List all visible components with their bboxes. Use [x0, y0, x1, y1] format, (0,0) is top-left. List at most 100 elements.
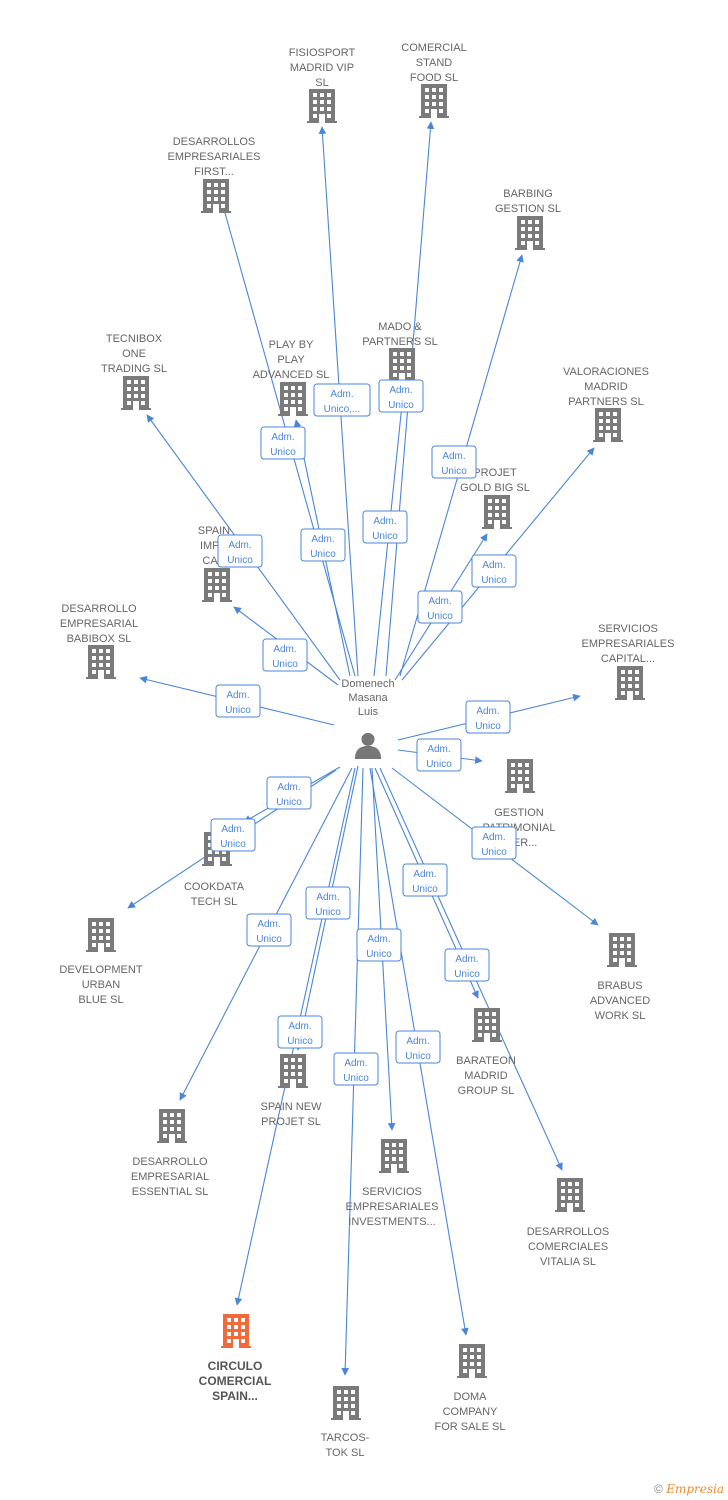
- company-label-line: DEVELOPMENT: [59, 964, 142, 976]
- relation-badge[interactable]: Adm.Unico: [266, 776, 312, 810]
- building-icon[interactable]: [457, 1344, 487, 1378]
- relation-badge[interactable]: Adm.Unico: [210, 818, 256, 852]
- building-icon[interactable]: [221, 1314, 251, 1348]
- relation-badge-text: Adm.: [482, 560, 505, 571]
- relation-badge-text: Unico: [310, 549, 336, 560]
- building-icon[interactable]: [419, 84, 449, 118]
- building-icon[interactable]: [379, 1139, 409, 1173]
- relation-badge[interactable]: Adm.Unico: [305, 886, 351, 920]
- company-label-line: EMPRESARIAL: [60, 618, 138, 630]
- relation-badge[interactable]: Adm.Unico: [417, 590, 463, 624]
- building-icon[interactable]: [86, 918, 116, 952]
- relation-badge[interactable]: Adm.Unico: [215, 684, 261, 718]
- building-icon[interactable]: [121, 376, 151, 410]
- relation-badge[interactable]: Adm.Unico: [465, 700, 511, 734]
- building-icon[interactable]: [307, 89, 337, 123]
- relation-badge-text: Unico: [315, 907, 341, 918]
- relation-badge[interactable]: Adm.Unico: [262, 638, 308, 672]
- building-icon[interactable]: [278, 382, 308, 416]
- relation-badge[interactable]: Adm.Unico: [277, 1015, 323, 1049]
- relation-badge[interactable]: Adm.Unico: [431, 445, 477, 479]
- relation-badge[interactable]: Adm.Unico: [395, 1030, 441, 1064]
- relation-badge-text: Adm.: [330, 389, 353, 400]
- company-label-line: DESARROLLOS: [173, 136, 256, 148]
- relation-badge-text: Adm.: [257, 919, 280, 930]
- building-icon[interactable]: [482, 495, 512, 529]
- building-icon[interactable]: [505, 759, 535, 793]
- company-label-line: GROUP SL: [458, 1085, 515, 1097]
- building-icon[interactable]: [331, 1386, 361, 1420]
- company-label-line: GOLD BIG SL: [460, 482, 530, 494]
- relation-badge[interactable]: Adm.Unico: [356, 928, 402, 962]
- relation-badge[interactable]: Adm.Unico: [260, 426, 306, 460]
- relation-badge-text: Unico: [426, 759, 452, 770]
- relation-badge[interactable]: Adm.Unico: [362, 510, 408, 544]
- relation-badge[interactable]: Adm.Unico: [378, 379, 424, 413]
- relation-badge[interactable]: Adm.Unico: [471, 826, 517, 860]
- building-icon[interactable]: [607, 933, 637, 967]
- building-icon[interactable]: [157, 1109, 187, 1143]
- relation-badge[interactable]: Adm.Unico: [300, 528, 346, 562]
- company-label-mado[interactable]: MADO &PARTNERS SL: [362, 321, 437, 348]
- building-icon[interactable]: [387, 348, 417, 382]
- building-icon[interactable]: [278, 1054, 308, 1088]
- company-label-tarcos-tok[interactable]: TARCOS-TOK SL: [321, 1432, 370, 1459]
- company-label-projet-gold[interactable]: PROJET GOLD BIG SL: [460, 467, 530, 494]
- relation-badge[interactable]: Adm.Unico: [471, 554, 517, 588]
- company-label-line: SL: [315, 77, 328, 89]
- relation-badge-text: Unico: [388, 400, 414, 411]
- company-label-line: PARTNERS SL: [362, 336, 437, 348]
- relation-badge-box: [277, 1015, 323, 1049]
- company-label-line: TRADING SL: [101, 363, 167, 375]
- building-icon[interactable]: [615, 666, 645, 700]
- company-label-line: DESARROLLO: [61, 603, 137, 615]
- relation-badge[interactable]: Adm.Unico: [333, 1052, 379, 1086]
- company-label-line: FOOD SL: [410, 72, 458, 84]
- relation-badge[interactable]: Adm.Unico,...: [313, 383, 371, 417]
- building-icon[interactable]: [201, 179, 231, 213]
- relation-badge-box: [300, 528, 346, 562]
- building-icon[interactable]: [515, 216, 545, 250]
- building-icon[interactable]: [202, 568, 232, 602]
- company-label-line: SPAIN NEW: [261, 1101, 323, 1113]
- company-label-line: DESARROLLO: [132, 1156, 208, 1168]
- company-label-line: COMPANY: [443, 1406, 498, 1418]
- relation-badge[interactable]: Adm.Unico: [246, 913, 292, 947]
- relation-badge-text: Unico: [372, 531, 398, 542]
- building-icon[interactable]: [555, 1178, 585, 1212]
- company-label-line: ADVANCED: [590, 995, 650, 1007]
- relation-badge[interactable]: Adm.Unico: [416, 738, 462, 772]
- relation-badge[interactable]: Adm.Unico: [444, 948, 490, 982]
- relation-badge[interactable]: Adm.Unico: [217, 534, 263, 568]
- building-icon[interactable]: [472, 1008, 502, 1042]
- building-icon[interactable]: [593, 408, 623, 442]
- relation-badge-box: [431, 445, 477, 479]
- relation-badge-box: [356, 928, 402, 962]
- relation-badge[interactable]: Adm.Unico: [402, 863, 448, 897]
- person-icon[interactable]: [354, 732, 382, 759]
- company-label-line: PROJET: [473, 467, 517, 479]
- relation-badge-box: [471, 554, 517, 588]
- building-icon[interactable]: [86, 645, 116, 679]
